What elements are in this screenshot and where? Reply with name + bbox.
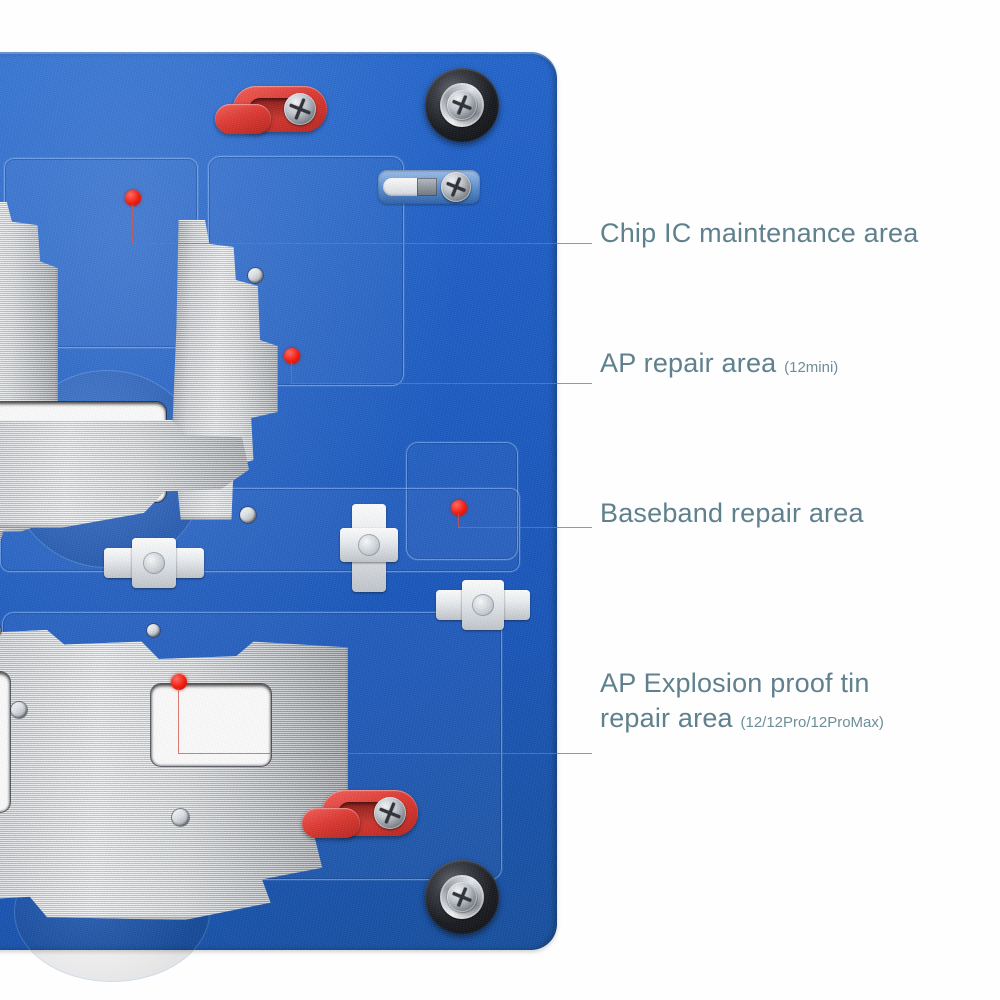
leader-vertical-baseband	[458, 514, 460, 527]
red-clamp-bottom-tail	[302, 808, 360, 838]
marker-chip-ic	[125, 190, 141, 206]
callout-label-ap-explosion-proof-tin: AP Explosion proof tin repair area (12/1…	[600, 668, 884, 734]
rubber-foot-top-right-screw[interactable]	[447, 90, 477, 120]
slide-lock-block	[417, 178, 437, 196]
rubber-foot-bottom-right-ring	[440, 875, 484, 919]
leader-horizontal-ap-repair	[291, 383, 592, 385]
callout-text-ap-explosion-proof-tin: AP Explosion proof tin	[600, 668, 870, 698]
callout-sub-ap-explosion-proof-tin: (12/12Pro/12ProMax)	[740, 714, 884, 731]
hold-down-clip-mid-wing	[340, 528, 398, 562]
callout-label-chip-ic: Chip IC maintenance area	[600, 218, 918, 249]
hold-down-clip-mid-wing-pad	[358, 534, 380, 556]
leader-horizontal-ap-explosion-proof-tin	[178, 753, 592, 755]
rubber-foot-top-right	[425, 68, 499, 142]
hold-down-clip-right-stem-pad	[472, 594, 494, 616]
hold-down-clip-left-stem-pad	[143, 552, 165, 574]
rubber-foot-bottom-right-screw[interactable]	[447, 882, 477, 912]
milled-pocket-mid-right	[406, 442, 518, 560]
stencil-hole-mid-band	[240, 507, 256, 523]
hold-down-clip-left-stem	[132, 538, 176, 588]
stencil-hole-lower-b	[172, 809, 189, 826]
slide-lock-screw[interactable]	[441, 172, 471, 202]
callout-sub-ap-repair: (12mini)	[784, 359, 839, 376]
marker-ap-explosion-proof-tin	[171, 674, 187, 690]
leader-vertical-ap-repair	[291, 362, 293, 383]
red-clamp-bottom-screw[interactable]	[374, 797, 406, 829]
callout-text-chip-ic: Chip IC maintenance area	[600, 218, 919, 248]
leader-horizontal-baseband	[458, 527, 592, 529]
callout-text-ap-explosion-proof-tin-line2: repair area	[600, 703, 733, 733]
callout-text-baseband: Baseband repair area	[600, 498, 864, 528]
hold-down-clip-right-stem	[462, 580, 504, 630]
marker-baseband	[451, 500, 467, 516]
callout-label-ap-explosion-proof-tin-line2: repair area (12/12Pro/12ProMax)	[600, 703, 884, 734]
callout-label-ap-repair: AP repair area (12mini)	[600, 348, 838, 379]
marker-ap-repair	[284, 348, 300, 364]
stencil-hole-upper-mid	[248, 268, 263, 283]
stencil-hole-lower-c	[0, 624, 1, 637]
stencil-window-lower-right	[151, 684, 271, 766]
red-clamp-top-screw[interactable]	[284, 93, 316, 125]
leader-horizontal-chip-ic	[132, 243, 592, 245]
leader-vertical-ap-explosion-proof-tin	[178, 688, 180, 753]
callout-text-ap-repair: AP repair area	[600, 348, 777, 378]
stencil-hole-lower-d	[147, 624, 160, 637]
stencil-window-lower-left	[0, 672, 10, 812]
rubber-foot-bottom-right	[425, 860, 499, 934]
blue-fixture-board	[0, 52, 557, 982]
rubber-foot-top-right-ring	[440, 83, 484, 127]
red-clamp-top-tail	[215, 104, 271, 134]
leader-vertical-chip-ic	[132, 204, 134, 243]
callout-label-baseband: Baseband repair area	[600, 498, 864, 529]
stencil-hole-lower-a	[11, 702, 27, 718]
